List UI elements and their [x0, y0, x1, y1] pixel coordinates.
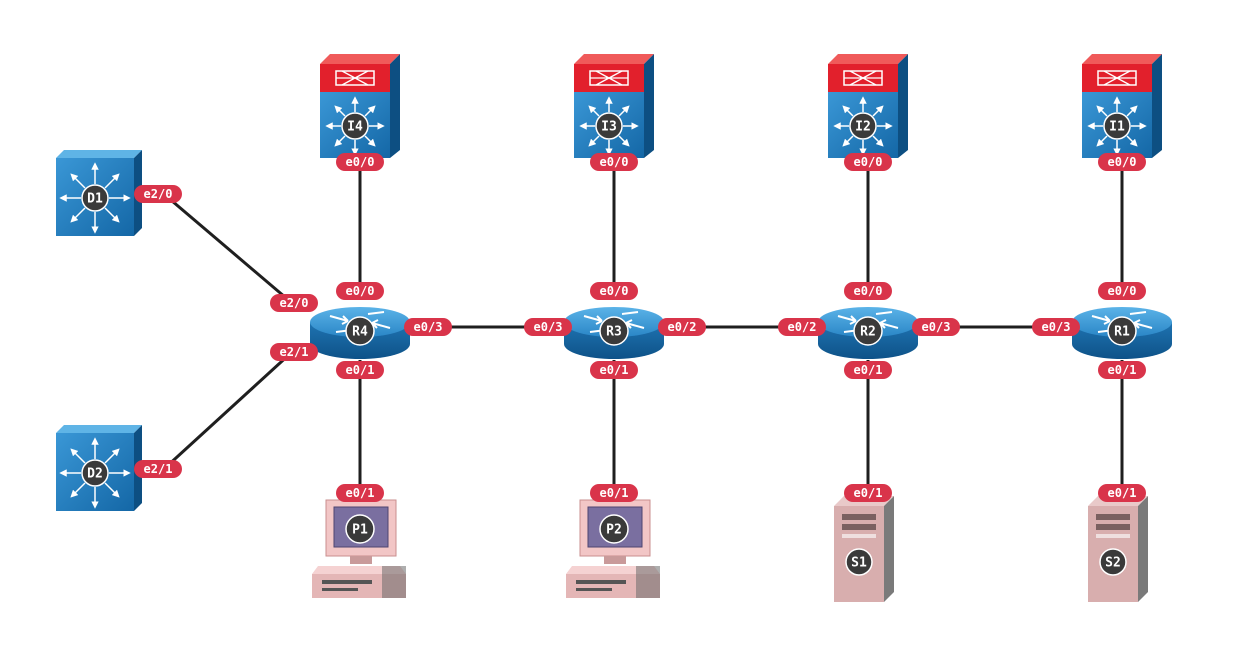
port-badge-r1-top: e0/0	[1098, 282, 1146, 300]
device-label-s2: S2	[1105, 556, 1121, 571]
port-badge-r1-bottom: e0/1	[1098, 361, 1146, 379]
svg-text:e0/1: e0/1	[1108, 363, 1137, 377]
link-d1-r4	[164, 193, 293, 305]
port-badge-s2: e0/1	[1098, 484, 1146, 502]
port-badges: e0/0 e0/0 e0/0 e0/0 e2/0 e2/1 e0/0 e2/0 …	[134, 153, 1146, 502]
device-r1[interactable]: R1	[1072, 307, 1172, 359]
device-i4[interactable]: I4	[320, 54, 400, 158]
device-s1[interactable]: S1	[834, 496, 894, 602]
svg-text:e0/1: e0/1	[1108, 486, 1137, 500]
port-badge-r4-right: e0/3	[404, 318, 452, 336]
device-r2[interactable]: R2	[818, 307, 918, 359]
port-badge-r4-left-top: e2/0	[270, 294, 318, 312]
port-badge-i2: e0/0	[844, 153, 892, 171]
device-r3[interactable]: R3	[564, 307, 664, 359]
device-i2[interactable]: I2	[828, 54, 908, 158]
svg-text:e0/1: e0/1	[600, 486, 629, 500]
device-i3[interactable]: I3	[574, 54, 654, 158]
device-label-r3: R3	[606, 325, 622, 340]
device-label-d1: D1	[87, 192, 103, 207]
svg-text:e0/2: e0/2	[668, 320, 697, 334]
device-r4[interactable]: R4	[310, 307, 410, 359]
svg-text:e0/3: e0/3	[922, 320, 951, 334]
port-badge-p1: e0/1	[336, 484, 384, 502]
port-badge-r1-left: e0/3	[1032, 318, 1080, 336]
port-badge-p2: e0/1	[590, 484, 638, 502]
device-label-i2: I2	[855, 120, 871, 135]
port-badge-d2: e2/1	[134, 460, 182, 478]
device-label-s1: S1	[851, 556, 867, 571]
svg-text:e0/2: e0/2	[788, 320, 817, 334]
device-i1[interactable]: I1	[1082, 54, 1162, 158]
device-d1[interactable]: D1	[56, 150, 142, 236]
svg-text:e0/1: e0/1	[346, 363, 375, 377]
port-badge-s1: e0/1	[844, 484, 892, 502]
svg-text:e0/0: e0/0	[1108, 284, 1137, 298]
port-badge-i4: e0/0	[336, 153, 384, 171]
port-badge-r3-right: e0/2	[658, 318, 706, 336]
svg-text:e0/3: e0/3	[414, 320, 443, 334]
device-label-i3: I3	[601, 120, 617, 135]
port-badge-r4-left-bottom: e2/1	[270, 343, 318, 361]
svg-text:e0/1: e0/1	[854, 486, 883, 500]
device-p2[interactable]: P2	[566, 499, 660, 598]
device-label-r2: R2	[860, 325, 876, 340]
port-badge-r2-right: e0/3	[912, 318, 960, 336]
device-label-r4: R4	[352, 325, 368, 340]
svg-text:e0/1: e0/1	[600, 363, 629, 377]
device-d2[interactable]: D2	[56, 425, 142, 511]
svg-text:e0/3: e0/3	[534, 320, 563, 334]
svg-text:e0/0: e0/0	[854, 155, 883, 169]
svg-text:e2/1: e2/1	[144, 462, 173, 476]
port-badge-r2-left: e0/2	[778, 318, 826, 336]
svg-text:e2/0: e2/0	[144, 187, 173, 201]
port-badge-r3-left: e0/3	[524, 318, 572, 336]
svg-text:e0/1: e0/1	[854, 363, 883, 377]
svg-text:e0/0: e0/0	[600, 284, 629, 298]
svg-text:e0/1: e0/1	[346, 486, 375, 500]
port-badge-r2-bottom: e0/1	[844, 361, 892, 379]
port-badge-i3: e0/0	[590, 153, 638, 171]
svg-text:e0/3: e0/3	[1042, 320, 1071, 334]
device-label-i1: I1	[1109, 120, 1125, 135]
link-d2-r4	[163, 350, 294, 470]
svg-text:e2/0: e2/0	[280, 296, 309, 310]
svg-text:e0/0: e0/0	[1108, 155, 1137, 169]
port-badge-i1: e0/0	[1098, 153, 1146, 171]
device-label-p2: P2	[606, 523, 622, 538]
links	[163, 160, 1124, 495]
device-label-p1: P1	[352, 523, 368, 538]
device-label-d2: D2	[87, 467, 103, 482]
device-s2[interactable]: S2	[1088, 496, 1148, 602]
port-badge-r4-bottom: e0/1	[336, 361, 384, 379]
svg-text:e0/0: e0/0	[346, 284, 375, 298]
device-label-i4: I4	[347, 120, 363, 135]
device-label-r1: R1	[1114, 325, 1130, 340]
port-badge-r2-top: e0/0	[844, 282, 892, 300]
port-badge-r3-top: e0/0	[590, 282, 638, 300]
svg-text:e0/0: e0/0	[854, 284, 883, 298]
port-badge-d1: e2/0	[134, 185, 182, 203]
svg-text:e0/0: e0/0	[600, 155, 629, 169]
port-badge-r4-top: e0/0	[336, 282, 384, 300]
device-p1[interactable]: P1	[312, 499, 406, 598]
svg-text:e0/0: e0/0	[346, 155, 375, 169]
svg-text:e2/1: e2/1	[280, 345, 309, 359]
port-badge-r3-bottom: e0/1	[590, 361, 638, 379]
